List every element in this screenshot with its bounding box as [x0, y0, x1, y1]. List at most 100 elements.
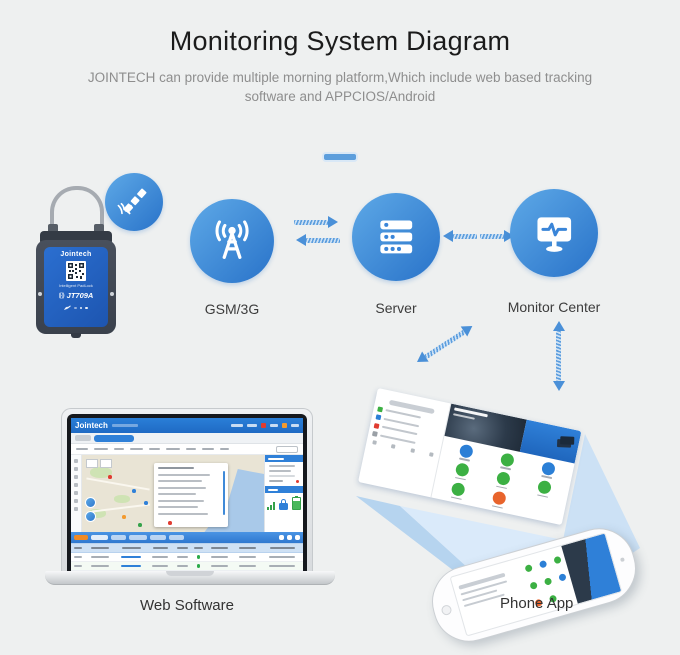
table-toolbar-icon	[295, 534, 300, 541]
monitor-center-label: Monitor Center	[507, 299, 601, 315]
table-header-cell	[206, 547, 234, 549]
app-icon-circle	[540, 460, 556, 476]
popup-text-line	[158, 506, 198, 508]
map-road	[86, 477, 150, 491]
padlock-brand: Jointech	[60, 251, 92, 258]
server-node	[352, 193, 440, 281]
web-nav-flag-icon	[261, 423, 266, 428]
laptop-base	[45, 571, 335, 585]
sidebar-icon	[74, 507, 78, 511]
map-park	[114, 495, 130, 503]
app-icon	[495, 471, 511, 490]
sidebar-icon	[74, 475, 78, 479]
app-icon-label	[540, 474, 552, 479]
table-header-cell	[233, 547, 261, 549]
web-nav-item	[231, 424, 243, 427]
app-icon	[540, 460, 556, 479]
gsm-label: GSM/3G	[204, 301, 260, 317]
header-bar	[73, 547, 83, 549]
web-tabbar	[71, 433, 303, 444]
web-main	[71, 455, 303, 532]
mini-app-icon	[543, 576, 553, 586]
subtitle-line-1: JOINTECH can provide multiple morning pl…	[87, 70, 593, 85]
table-cell	[148, 562, 174, 570]
sidebar-icon	[74, 491, 78, 495]
table-tab	[111, 534, 126, 541]
monitor-center-node	[510, 189, 598, 277]
table-cell	[71, 553, 85, 561]
header-bar	[238, 547, 256, 549]
table-cell	[85, 553, 115, 561]
monitor-icon	[537, 217, 571, 252]
table-cell	[173, 553, 192, 561]
web-active-tab	[94, 434, 134, 442]
web-nav-item	[247, 424, 257, 427]
right-panel-header	[265, 455, 303, 462]
sidebar-icon	[74, 459, 78, 463]
laptop: Jointech	[61, 408, 313, 571]
app-icon-circle	[454, 462, 471, 478]
table-tab	[150, 534, 166, 541]
padlock-tagline: Intelligent PadLock	[59, 283, 93, 288]
cell-bar	[152, 556, 169, 558]
app-icon	[499, 451, 516, 470]
cell-bar	[269, 556, 295, 558]
cell-bar	[90, 565, 110, 567]
phone-camera-icon	[619, 557, 625, 563]
web-right-panel	[264, 455, 303, 532]
toolbar-menu-item	[114, 447, 124, 451]
lock-status-row	[265, 495, 303, 510]
subtitle-line-2: software and APPCIOS/Android	[244, 89, 436, 104]
qr-code-icon	[66, 261, 86, 281]
padlock-screw	[38, 292, 42, 296]
popup-text-line	[158, 512, 208, 515]
laptop-notch	[166, 571, 214, 576]
sidebar-icon	[74, 467, 78, 471]
app-icon-circle	[499, 451, 516, 468]
server-icon	[380, 220, 412, 254]
table-cell	[115, 553, 147, 561]
app-icon	[454, 462, 471, 481]
padlock-shackle	[50, 186, 104, 248]
web-nav-icon	[282, 423, 287, 428]
lock-icon	[279, 499, 288, 510]
app-list-chip	[377, 405, 384, 412]
toolbar-menu-item	[202, 447, 214, 451]
app-icon-label	[495, 485, 507, 490]
padlock-screw	[110, 292, 114, 296]
cell-bar	[238, 565, 256, 567]
table-cell	[85, 562, 115, 570]
mini-app-icon	[538, 559, 548, 568]
cell-bar	[90, 556, 110, 558]
header-bar	[194, 547, 203, 549]
web-software-screen: Jointech	[71, 418, 303, 571]
gsm-node	[190, 199, 274, 283]
table-header-cell	[85, 547, 115, 549]
popup-text-line	[158, 480, 202, 482]
section-divider	[322, 152, 358, 162]
toolbar-settings-chip	[276, 445, 298, 453]
app-list-chip	[371, 430, 378, 437]
banner-product-image	[560, 436, 575, 445]
battery-icon	[292, 495, 301, 510]
table-header-cell	[192, 547, 206, 549]
table-cell	[148, 553, 174, 561]
app-icon	[536, 479, 552, 498]
map-pin	[122, 515, 126, 519]
table-tab	[129, 534, 147, 541]
app-icon	[491, 490, 507, 509]
antenna-icon	[215, 220, 249, 259]
map-info-popup	[154, 463, 228, 527]
app-icon	[450, 481, 467, 500]
toolbar-menu-item	[130, 447, 143, 451]
toolbar-menu-item	[149, 447, 160, 451]
status-dot	[196, 564, 201, 568]
sidebar-icon	[74, 483, 78, 487]
header-bar	[176, 547, 188, 549]
popup-text-line	[158, 473, 210, 476]
mini-app-icon	[529, 580, 539, 590]
table-cell	[261, 553, 303, 561]
satellite-icon	[117, 188, 147, 215]
map-pin	[108, 475, 112, 479]
